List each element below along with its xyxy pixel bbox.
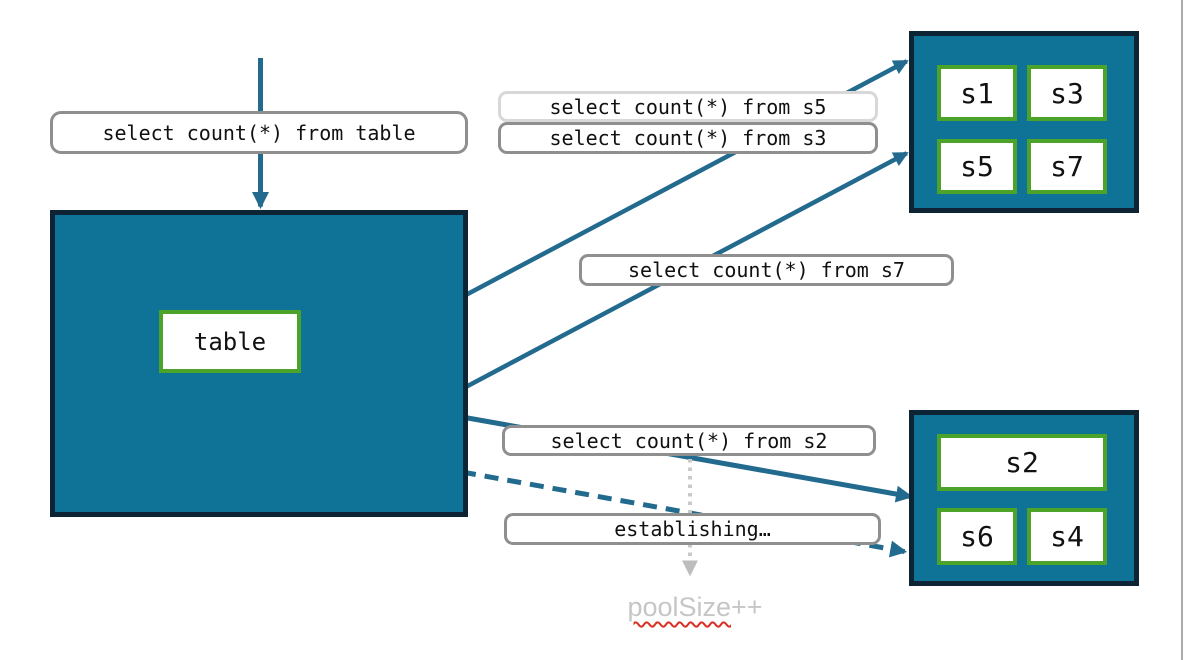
shard-box-s3: s3 (1027, 65, 1107, 121)
query-label-table-text: select count(*) from table (102, 120, 416, 145)
table-container: table (50, 210, 468, 517)
shard-label-s3: s3 (1050, 76, 1084, 110)
shard-label-s1: s1 (960, 76, 994, 110)
query-label-s2-text: select count(*) from s2 (550, 428, 828, 453)
shard-box-s1: s1 (937, 65, 1017, 121)
slide-right-edge-line (1181, 0, 1183, 660)
shard-box-s4: s4 (1027, 508, 1107, 565)
shard-box-s6: s6 (937, 508, 1017, 565)
table-box-label: table (193, 327, 267, 356)
shard-label-s4: s4 (1050, 520, 1084, 553)
shard-label-s7: s7 (1050, 150, 1084, 183)
shard-box-s7: s7 (1027, 139, 1107, 194)
poolsize-word: poolSize (627, 592, 732, 622)
status-label-establishing: establishing… (504, 513, 881, 545)
query-label-s5: select count(*) from s5 (498, 91, 878, 122)
status-label-establishing-text: establishing… (614, 517, 771, 541)
poolsize-note: poolSize++ (585, 592, 805, 623)
query-label-s5-text: select count(*) from s5 (549, 94, 827, 119)
shard-box-s5: s5 (937, 139, 1017, 194)
query-label-s7-text: select count(*) from s7 (628, 258, 905, 282)
shard-label-s2: s2 (1005, 446, 1039, 479)
poolsize-suffix: ++ (731, 592, 763, 622)
query-label-s7: select count(*) from s7 (579, 254, 954, 286)
query-label-table: select count(*) from table (50, 111, 468, 154)
shard-group-top: s1 s3 s5 s7 (909, 31, 1139, 213)
shard-label-s5: s5 (960, 150, 994, 183)
table-box: table (159, 310, 301, 373)
query-label-s3-text: select count(*) from s3 (549, 126, 827, 150)
shard-label-s6: s6 (960, 520, 994, 553)
query-label-s3: select count(*) from s3 (498, 122, 878, 154)
query-label-s2: select count(*) from s2 (502, 425, 876, 456)
shard-group-bottom: s2 s6 s4 (909, 410, 1139, 586)
shard-box-s2: s2 (937, 434, 1107, 491)
